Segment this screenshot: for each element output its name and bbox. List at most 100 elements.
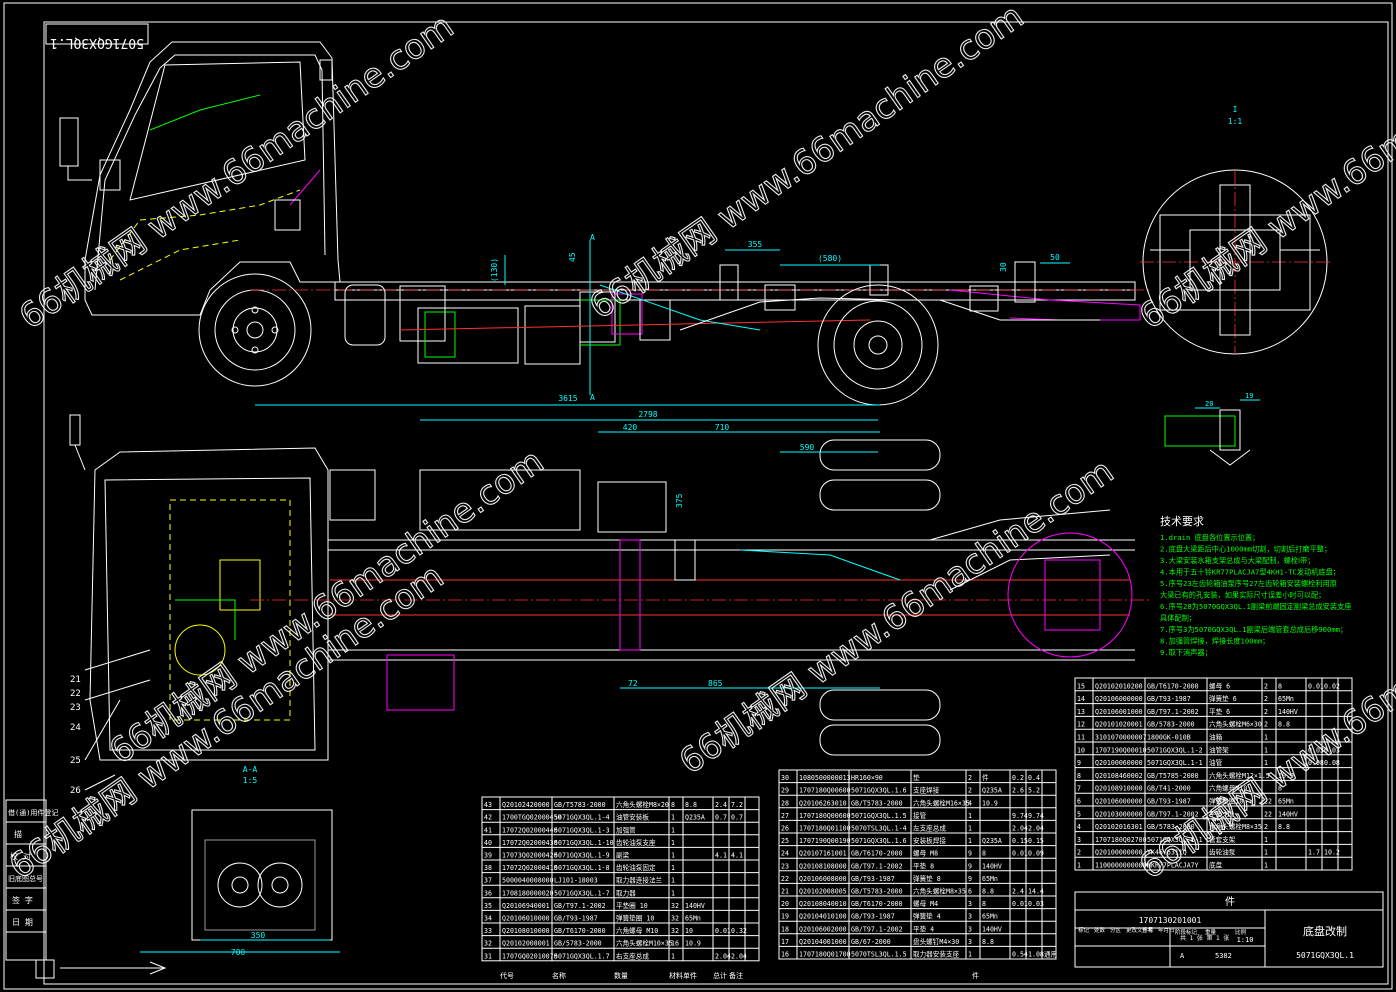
dim-350: 350: [251, 931, 266, 940]
section-aa-label: A-A: [243, 765, 258, 774]
bom-cell: 0.09: [1028, 850, 1044, 858]
tech-note: 3.大梁安装水箱支架总成与大梁配制，螺栓Ⅰ带；: [1160, 556, 1315, 565]
bom-cell: 7: [1077, 785, 1081, 793]
tech-note: 5.序号23左齿轮箱油泵序号27左齿轮箱安装螺栓利用原: [1160, 579, 1337, 588]
bom-cell: 弹簧垫 4: [913, 912, 941, 921]
bom-cell: 65Mn: [1278, 695, 1294, 703]
dim-865: 865: [708, 679, 723, 688]
bom-cell: 弹簧垫圈 10: [616, 914, 654, 923]
tech-note: 9.取下消声器；: [1160, 648, 1212, 657]
title-field: 标记: [1078, 926, 1090, 934]
bom-cell: 1: [671, 852, 675, 860]
bom-cell: 件: [982, 773, 989, 782]
bom-cell: 29: [781, 787, 789, 795]
dim-72: 72: [628, 679, 638, 688]
bom-cell: 1: [671, 839, 675, 847]
title-header-letter: 件: [1225, 896, 1235, 908]
bom-cell: Q20108910000: [1095, 785, 1143, 793]
bom-cell: 0.08: [1324, 759, 1340, 767]
bom-cell: 6: [968, 888, 972, 896]
bom-cell: GB/T97.1-2002: [554, 902, 606, 910]
bom-cell: GB/5783-2000: [554, 940, 602, 948]
bom-cell: 1707180Q01100: [799, 825, 851, 833]
bom-cell: 六角头螺栓M16×35: [913, 798, 970, 807]
bom-cell: 0.4: [1028, 774, 1040, 782]
bom-cell: GB/T41-2000: [1147, 785, 1191, 793]
detail-scale: 1:1: [1228, 117, 1243, 126]
callout-24: 24: [70, 723, 81, 733]
bom-cell: 1707180Q00600: [799, 787, 851, 795]
bom-cell: 8.8: [1278, 721, 1290, 729]
bom-cell: 27: [781, 812, 789, 820]
bom-cell: 六角头螺栓M6×30: [1209, 720, 1262, 729]
bom-cell: 5071GQX3QL.1-2: [1147, 746, 1203, 754]
bom-cell: 9: [968, 850, 972, 858]
bom-cell: 5071GQX3QL.1.6: [851, 837, 907, 845]
bom-cell: 17072Q02000410: [502, 864, 558, 872]
bom-cell: 齿轮油泵支座: [616, 838, 656, 847]
bom-cell: 38: [484, 864, 492, 872]
bom-cell: 1: [671, 952, 675, 960]
bom-cell: 10.9: [685, 940, 701, 948]
bom-cell: GB/T6170-2000: [851, 850, 903, 858]
dim-19: 19: [1245, 392, 1253, 400]
bom-cell: 42: [484, 814, 492, 822]
detail-label: I: [1233, 105, 1238, 114]
watermark-6: 66机械网 www.66machine.com: [2, 556, 451, 887]
bom-cell: GB/67-2000: [851, 938, 891, 946]
section-a-top: A: [590, 233, 595, 242]
bom-cell: 5071GQX3QL.1.5: [851, 812, 907, 820]
dim-30: 30: [999, 262, 1008, 272]
bom-cell: 17: [781, 938, 789, 946]
bom-cell: 8: [982, 900, 986, 908]
bom-cell: GB/T97.1-2002: [851, 862, 903, 870]
bom-cell: 取力器连接法兰: [616, 876, 663, 885]
title-scale: 1:10: [1237, 936, 1254, 944]
title-block: 件 1707130201001 底盘改制 5071GQX3QL.1 1:10 A…: [1074, 891, 1384, 968]
bom-cell: GB/T93-1987: [1147, 695, 1191, 703]
title-field: 年月日: [1158, 926, 1175, 934]
dim-700: 700: [231, 948, 246, 957]
bom-cell: 2: [1264, 695, 1268, 703]
bom-cell: 2.04: [715, 952, 731, 960]
bom-cell: 65Mn: [982, 875, 998, 883]
callout-25: 25: [70, 756, 81, 766]
bom-cell: 平垫 10: [1209, 809, 1234, 818]
detail-circle: I 1:1: [1140, 105, 1330, 355]
bom-cell: 0.7: [731, 814, 743, 822]
title-weight-field: 比例: [1235, 928, 1247, 936]
bom-cell: GB/T5783-2000: [554, 801, 606, 809]
bom-cell: 1: [1264, 746, 1268, 754]
bom-cell: 9.74: [1028, 812, 1044, 820]
bom-cell: 5071GQX3QL.1-10: [554, 839, 614, 847]
bom-cell: 10: [685, 927, 693, 935]
bom-cell: 0.08: [1308, 759, 1324, 767]
bom-cell: 1707180Q01700: [799, 951, 851, 959]
bom-cell: 2: [1264, 708, 1268, 716]
dim-2798: 2798: [638, 410, 657, 419]
dim-3615: 3615: [558, 394, 577, 403]
title-drawing-no: 5071GQX3QL.1: [1296, 951, 1354, 960]
bom-cell: 28: [781, 799, 789, 807]
bom-cell: 1: [968, 951, 972, 959]
bom-cell: 右支座总成: [616, 951, 649, 960]
bom-cell: 1708180000020: [502, 889, 554, 897]
bom-cell: GB/T93-1987: [851, 875, 895, 883]
bom-cell: 32: [671, 902, 679, 910]
bom-cell: 26: [781, 825, 789, 833]
bom-cell: 1100000000000: [1095, 862, 1147, 870]
bom-cell: 34: [484, 915, 492, 923]
bom-cell: 5071GQX3QL.1-4: [554, 814, 610, 822]
bom-cell: 弹簧垫 6: [1209, 694, 1237, 703]
dim-420: 420: [623, 423, 638, 432]
bom-cell: Q20107161001: [799, 850, 847, 858]
bom-cell: 0.03: [1308, 746, 1324, 754]
bom-cell: GB/T93-1987: [554, 915, 598, 923]
bom-cell: 平垫 6: [1209, 707, 1230, 716]
bom-cell: 2.4: [1012, 888, 1024, 896]
tech-note: 大梁已有的孔安装，如果实际尺寸误差小时可以配；: [1160, 591, 1325, 600]
bom-cell: 14: [1077, 695, 1085, 703]
bom-cell: 1: [671, 864, 675, 872]
bom-cell: 37: [484, 877, 492, 885]
